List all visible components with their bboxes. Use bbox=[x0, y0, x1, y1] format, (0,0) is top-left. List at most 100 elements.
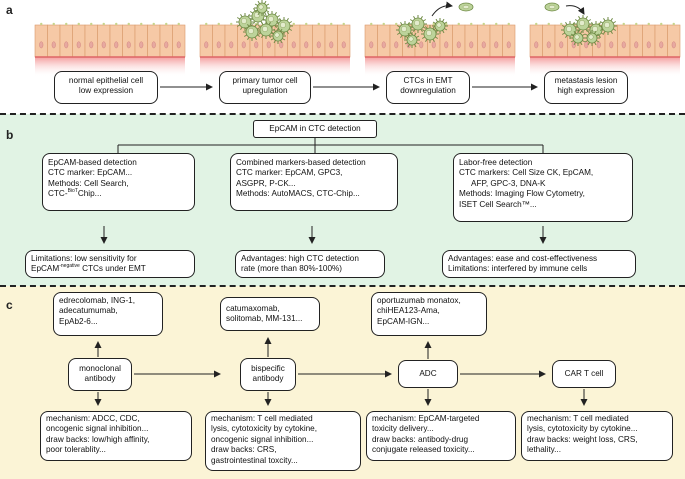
cell-nucleus bbox=[262, 26, 268, 32]
surface-marker bbox=[205, 22, 208, 26]
cell-spike bbox=[599, 21, 604, 24]
cell-spike bbox=[254, 23, 257, 28]
surface-marker bbox=[177, 22, 180, 26]
cell-nucleus bbox=[431, 41, 436, 49]
cell-spike bbox=[288, 21, 293, 24]
cell-nucleus bbox=[596, 41, 601, 49]
surface-marker bbox=[342, 22, 345, 26]
cell-spike bbox=[587, 19, 592, 22]
adc-mechanism-box: mechanism: EpCAM-targeted toxicity deliv… bbox=[366, 411, 516, 461]
cell-spike bbox=[268, 34, 271, 39]
cell-nucleus bbox=[268, 16, 274, 22]
cell-spike bbox=[442, 30, 445, 34]
car-t-mechanism-box: mechanism: T cell mediated lysis, cytoto… bbox=[521, 411, 673, 461]
cell-spike bbox=[268, 21, 271, 26]
therapy-name: monoclonal bbox=[79, 364, 121, 373]
bispecific-mechanism-box: mechanism: T cell mediated lysis, cytoto… bbox=[205, 411, 361, 471]
cell-nucleus bbox=[604, 22, 610, 28]
divider-bc bbox=[0, 285, 685, 287]
therapy-name: ADC bbox=[419, 369, 437, 378]
therapy-name: CAR T cell bbox=[564, 369, 604, 378]
epithelial-cell bbox=[529, 24, 543, 58]
mechanism-line: oncogenic signal inhibition... bbox=[211, 434, 314, 444]
cell-spike bbox=[413, 15, 416, 20]
epcam-based-detection-box: EpCAM-based detection CTC marker: EpCAM.… bbox=[42, 153, 195, 211]
cell-spike bbox=[572, 21, 575, 26]
cell-spike bbox=[435, 18, 438, 22]
cell-spike bbox=[261, 34, 264, 39]
cell-spike bbox=[270, 38, 274, 41]
epithelial-cell bbox=[224, 24, 238, 58]
cell-spike bbox=[596, 40, 600, 43]
cell-nucleus bbox=[64, 41, 69, 49]
cell-spike bbox=[264, 12, 267, 16]
cell-spike bbox=[561, 25, 566, 28]
combined-markers-detection-box: Combined markers-based detection CTC mar… bbox=[230, 153, 398, 211]
epithelial-cell bbox=[287, 24, 301, 58]
tumor-cell bbox=[254, 0, 270, 16]
mechanism-line: gastrointestinal toxcity... bbox=[211, 455, 298, 465]
epithelial-cell bbox=[212, 24, 226, 58]
mechanism-line: oncogenic signal inhibition... bbox=[46, 424, 149, 434]
mechanism-line: draw backs: antibody-drug bbox=[372, 434, 469, 444]
cell-spike bbox=[249, 11, 254, 14]
epithelial-cell bbox=[364, 24, 378, 58]
cell-nucleus bbox=[426, 30, 432, 36]
cell-spike bbox=[253, 7, 256, 12]
surface-marker bbox=[115, 22, 118, 26]
surface-marker bbox=[382, 22, 385, 26]
cell-nucleus bbox=[394, 41, 399, 49]
mechanism-line: lysis, cytotoxicity by cytokine, bbox=[211, 424, 318, 434]
cell-spike bbox=[409, 19, 414, 22]
bispecific-agents-box: catumaxomab, solitomab, MM-131... bbox=[220, 297, 320, 331]
cell-spike bbox=[565, 21, 568, 26]
cell-nucleus bbox=[291, 41, 296, 49]
outcome-superscript: -negative bbox=[59, 263, 80, 270]
combined-markers-advantages-box: Advantages: high CTC detection rate (mor… bbox=[235, 250, 385, 278]
therapy-bispecific-antibody: bispecific antibody bbox=[240, 358, 296, 391]
outcome-line: EpCAM-negative CTCs under EMT bbox=[31, 264, 189, 274]
cell-spike bbox=[280, 28, 283, 32]
cell-nucleus bbox=[274, 32, 280, 38]
method-methods-cont: ISET Cell Search™... bbox=[459, 199, 537, 209]
cell-spike bbox=[570, 40, 574, 43]
cell-spike bbox=[247, 23, 250, 28]
tumor-cell bbox=[599, 17, 617, 35]
cell-nucleus bbox=[304, 41, 309, 49]
surface-marker bbox=[457, 22, 460, 26]
mechanism-line: mechanism: T cell mediated bbox=[527, 414, 629, 423]
cell-spike bbox=[570, 33, 574, 36]
cell-spike bbox=[584, 40, 588, 43]
cell-spike bbox=[282, 31, 286, 34]
cell-nucleus bbox=[506, 41, 511, 49]
surface-marker bbox=[330, 22, 333, 26]
monoclonal-mechanism-box: mechanism: ADCC, CDC, oncogenic signal i… bbox=[40, 411, 192, 461]
cell-spike bbox=[273, 40, 276, 44]
epithelial-cell bbox=[199, 24, 213, 58]
panel-label-a: a bbox=[6, 3, 13, 17]
method-marker: CTC marker: EpCAM... bbox=[48, 168, 133, 178]
cell-spike bbox=[247, 13, 250, 18]
outcome-line: rate (more than 80%-100%) bbox=[241, 264, 343, 274]
cell-spike bbox=[574, 26, 579, 29]
outcome-line: Advantages: high CTC detection bbox=[241, 254, 359, 263]
surface-marker bbox=[495, 22, 498, 26]
cell-nucleus bbox=[176, 41, 181, 49]
surface-marker bbox=[547, 22, 550, 26]
cell-spike bbox=[561, 32, 566, 35]
cell-nucleus bbox=[51, 41, 56, 49]
mechanism-line: mechanism: ADCC, CDC, bbox=[46, 414, 140, 423]
epithelial-cell bbox=[629, 24, 643, 58]
cell-spike bbox=[573, 42, 576, 46]
cell-spike bbox=[434, 36, 439, 39]
cell-spike bbox=[243, 27, 248, 30]
cell-spike bbox=[582, 40, 586, 43]
epithelial-cell bbox=[299, 24, 313, 58]
cell-spike bbox=[584, 33, 588, 36]
cell-nucleus bbox=[101, 41, 106, 49]
cell-spike bbox=[240, 13, 243, 18]
surface-marker bbox=[165, 22, 168, 26]
cell-nucleus bbox=[254, 41, 259, 49]
cell-nucleus bbox=[216, 41, 221, 49]
method-heading: Combined markers-based detection bbox=[236, 158, 366, 167]
